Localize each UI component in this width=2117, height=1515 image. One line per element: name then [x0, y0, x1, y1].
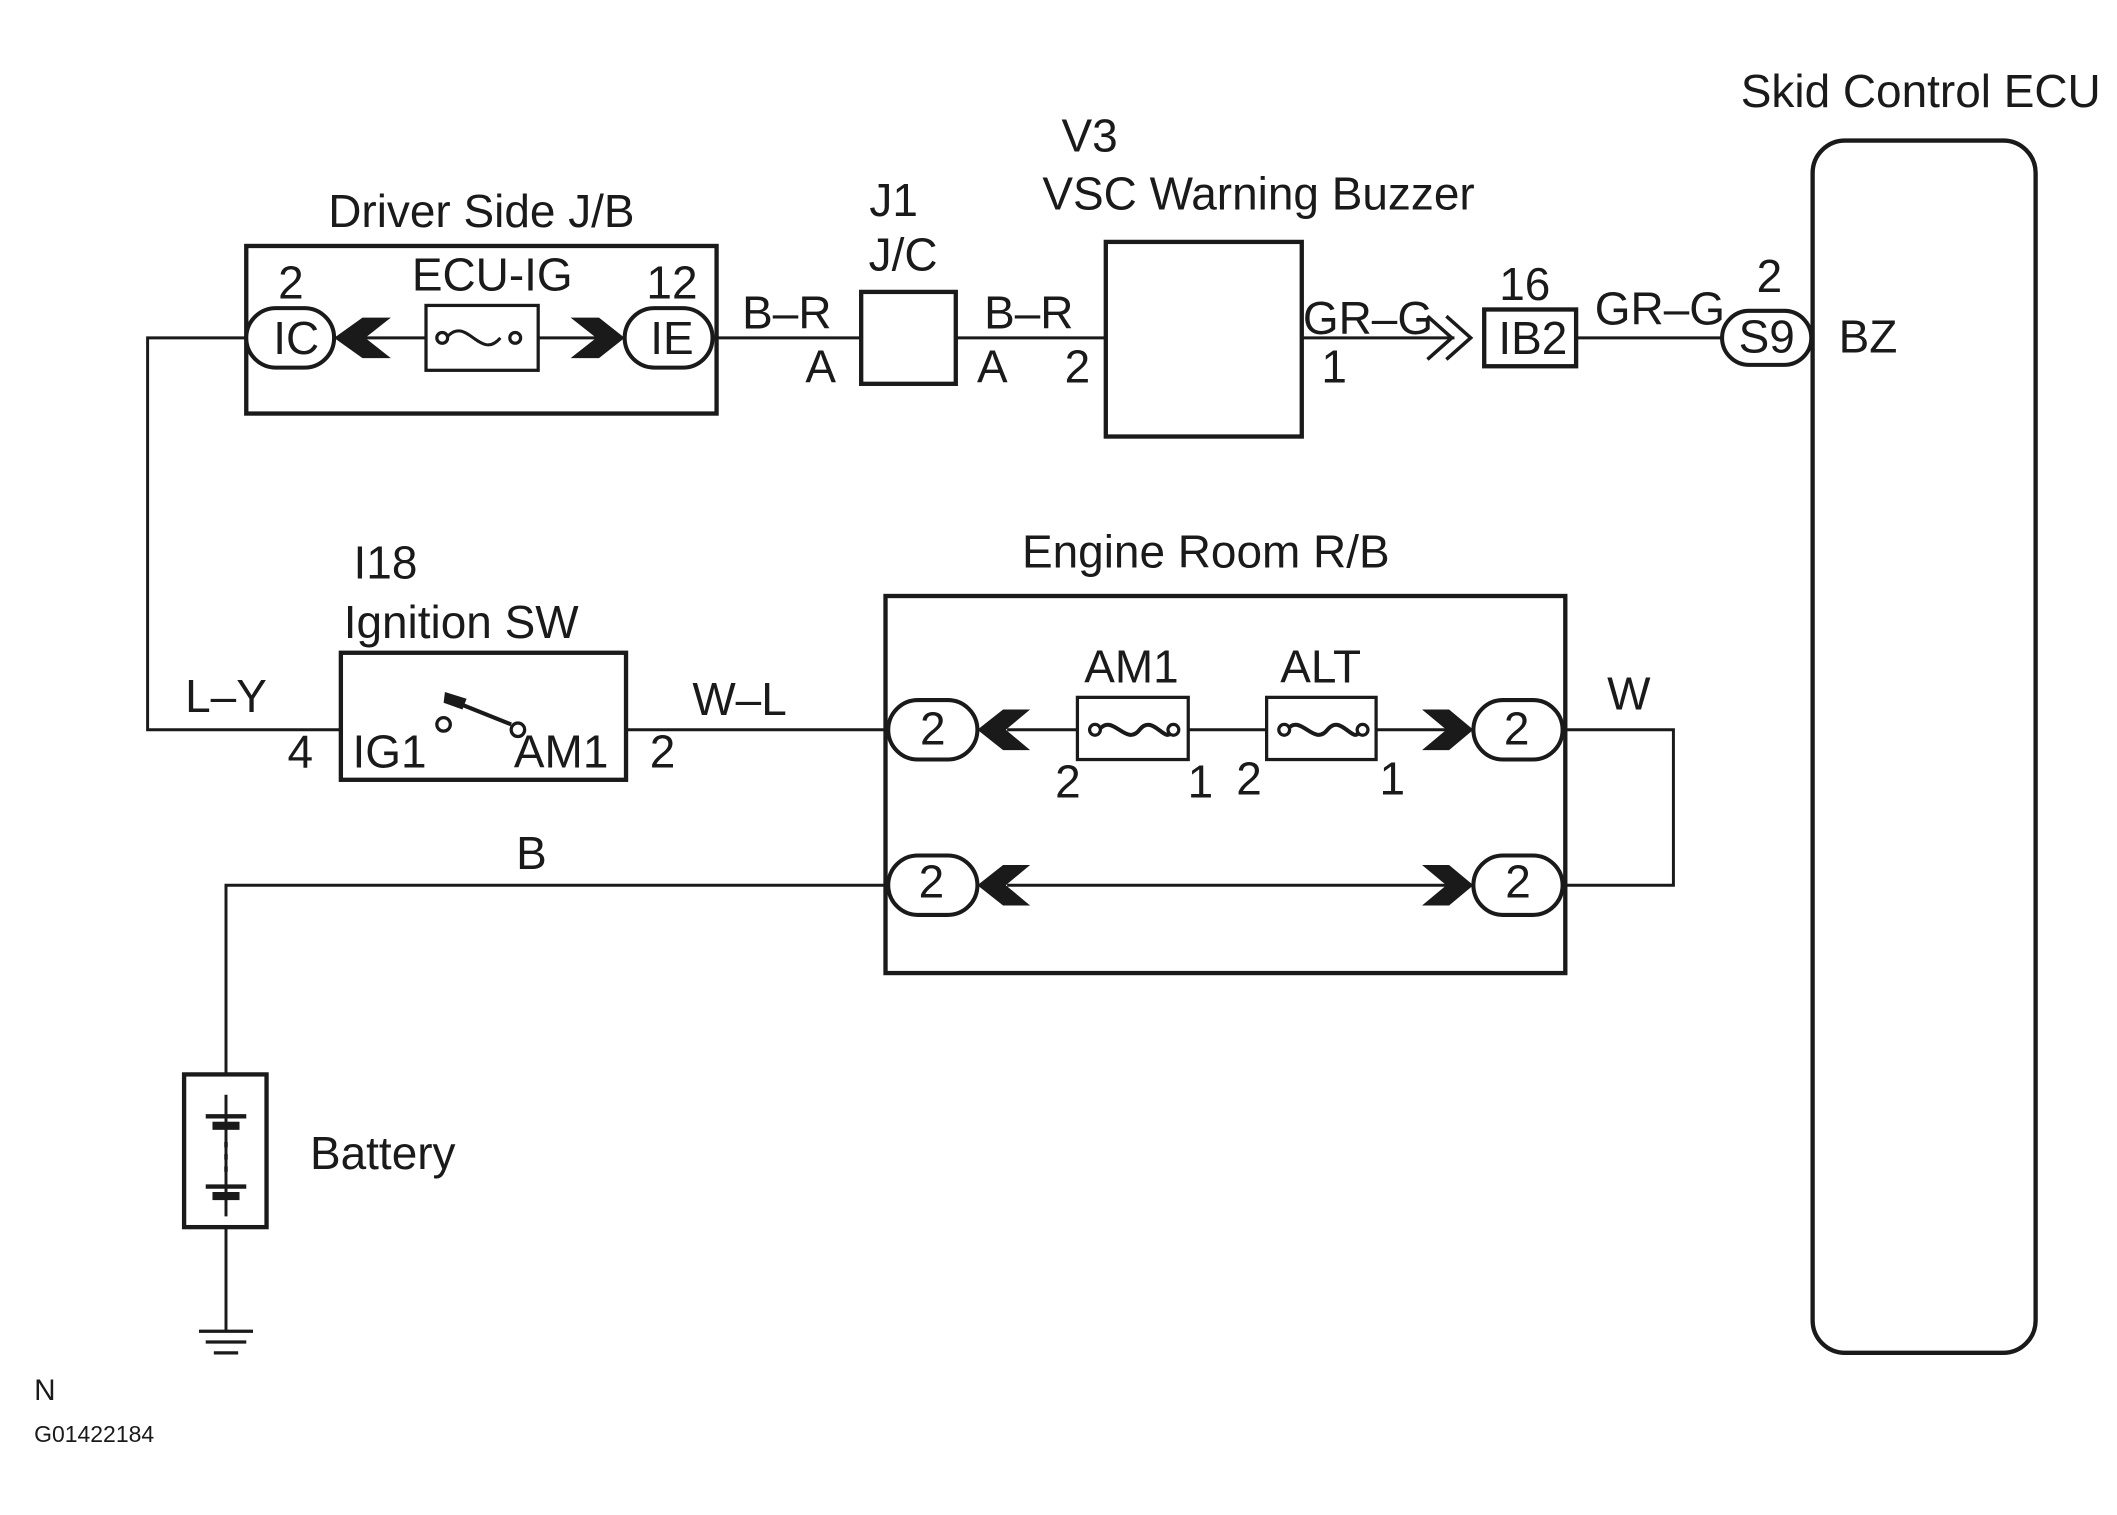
ie-connector-arrow-icon	[570, 317, 625, 359]
ib2-plug-chevron-icon	[1426, 314, 1474, 361]
s9-connector-label: S9	[1739, 311, 1795, 363]
ground-icon	[198, 1329, 254, 1355]
ecu-ig-fuse-pin-right	[508, 330, 523, 345]
alt-fuse-pin-out: 1	[1380, 753, 1406, 805]
ic-connector-arrow-icon	[334, 317, 391, 359]
s9-pin-number: 2	[1757, 250, 1783, 302]
alt-fuse-element-icon	[1285, 722, 1362, 737]
wire-label-b: B	[516, 827, 547, 879]
alt-fuse-pin-left	[1277, 722, 1292, 737]
buzzer-box	[1103, 239, 1304, 439]
wire-label-w: W	[1607, 668, 1651, 720]
jc-left-terminal: A	[805, 340, 836, 392]
ignition-sw-code: I18	[354, 536, 418, 588]
alt-fuse-pin-in: 2	[1236, 753, 1262, 805]
ic-pin-number: 2	[278, 257, 304, 309]
buzzer-name: VSC Warning Buzzer	[1042, 167, 1474, 219]
jc-box	[859, 289, 958, 386]
wire-label-b-r-left: B–R	[742, 286, 831, 338]
engine-rb-conn-bottom-left-arrow-icon	[977, 864, 1031, 906]
driver-side-jb: Driver Side J/B ECU-IG IC 2 IE 12	[244, 185, 719, 416]
wires	[146, 336, 1814, 1332]
ecu-ig-fuse-pin-left	[435, 330, 450, 345]
ignition-sw-am1: AM1	[514, 726, 608, 778]
ecu-ig-fuse-label: ECU-IG	[412, 249, 573, 301]
ecu-title: Skid Control ECU	[1741, 65, 2101, 117]
wire-label-gr-g-left: GR–G	[1303, 292, 1433, 344]
ib2-label: IB2	[1498, 312, 1567, 364]
engine-rb-conn-bottom-right-arrow-icon	[1422, 864, 1474, 906]
buzzer-pin-out: 1	[1321, 340, 1347, 392]
ignition-sw-name: Ignition SW	[344, 596, 580, 648]
ignition-switch: I18 Ignition SW IG1 AM1 4 2	[288, 536, 676, 782]
buzzer-pin-in: 2	[1065, 340, 1091, 392]
engine-rb-conn-top-right-pin: 2	[1504, 703, 1530, 755]
jc-name: J/C	[869, 228, 938, 280]
engine-rb-conn-bottom-right-pin: 2	[1505, 855, 1531, 907]
am1-fuse-pin-in: 2	[1055, 755, 1081, 807]
connector-ib2: 16 IB2	[1482, 258, 1579, 369]
ib2-box	[1482, 307, 1579, 369]
wire-label-gr-g-right: GR–G	[1595, 282, 1725, 334]
ib2-pin-number: 16	[1499, 258, 1550, 310]
ie-connector-label: IE	[650, 312, 693, 364]
junction-connector-j1: J1 J/C	[859, 174, 958, 386]
jc-right-terminal: A	[977, 340, 1008, 392]
footer-letter: N	[34, 1374, 55, 1407]
engine-rb-conn-top-left-pin: 2	[920, 703, 946, 755]
ignition-sw-ig1: IG1	[352, 726, 426, 778]
battery-cell-top-plate-icon	[212, 1121, 240, 1130]
wire-l-y	[146, 336, 341, 732]
buzzer-code: V3	[1061, 109, 1117, 161]
engine-rb-title: Engine Room R/B	[1022, 526, 1390, 578]
vsc-warning-buzzer: V3 VSC Warning Buzzer 2 1	[1042, 109, 1475, 439]
wire-b	[224, 883, 889, 1075]
am1-fuse-pin-left	[1087, 722, 1103, 737]
ie-pin-number: 12	[646, 257, 697, 309]
ignition-sw-pin-right: 2	[650, 726, 676, 778]
driver-jb-title: Driver Side J/B	[328, 185, 634, 237]
ignition-sw-blade-tip	[443, 691, 467, 710]
s9-connector-oval	[1720, 308, 1814, 367]
alt-fuse-label: ALT	[1280, 640, 1361, 692]
engine-rb-conn-top-left-arrow-icon	[977, 709, 1031, 751]
battery: Battery	[181, 1072, 456, 1230]
wire-label-b-r-right: B–R	[984, 286, 1073, 338]
ecu-terminal-bz: BZ	[1839, 311, 1898, 363]
wire-w	[1562, 728, 1675, 887]
footer-code: G01422184	[34, 1421, 154, 1447]
battery-label: Battery	[310, 1127, 456, 1179]
alt-fuse-pin-right	[1355, 722, 1370, 737]
am1-fuse-pin-out: 1	[1188, 755, 1214, 807]
skid-control-ecu: Skid Control ECU 2 S9 BZ	[1720, 65, 2101, 1355]
ecu-ig-fuse-element	[445, 329, 502, 347]
am1-fuse-element-icon	[1097, 722, 1174, 737]
engine-rb-box	[883, 593, 1568, 976]
battery-cell-bottom-plate-icon	[212, 1191, 240, 1201]
am1-fuse-label: AM1	[1084, 640, 1178, 692]
jc-code: J1	[869, 174, 918, 226]
wire-label-l-y: L–Y	[185, 670, 267, 722]
ignition-sw-contact-right	[509, 721, 527, 739]
engine-rb-conn-bottom-left-pin: 2	[919, 855, 945, 907]
wire-label-w-l: W–L	[692, 673, 786, 725]
ic-connector-label: IC	[273, 312, 319, 364]
ignition-sw-contact-left	[435, 716, 452, 733]
ecu-box	[1810, 138, 2038, 1355]
engine-rb-conn-top-right-arrow-icon	[1422, 709, 1474, 751]
am1-fuse-pin-right	[1166, 722, 1181, 737]
engine-room-rb: Engine Room R/B AM1 2 1 ALT 2 1 2 2 2 2	[883, 526, 1568, 976]
ignition-sw-pin-left: 4	[288, 726, 314, 778]
ignition-sw-box	[338, 650, 629, 782]
